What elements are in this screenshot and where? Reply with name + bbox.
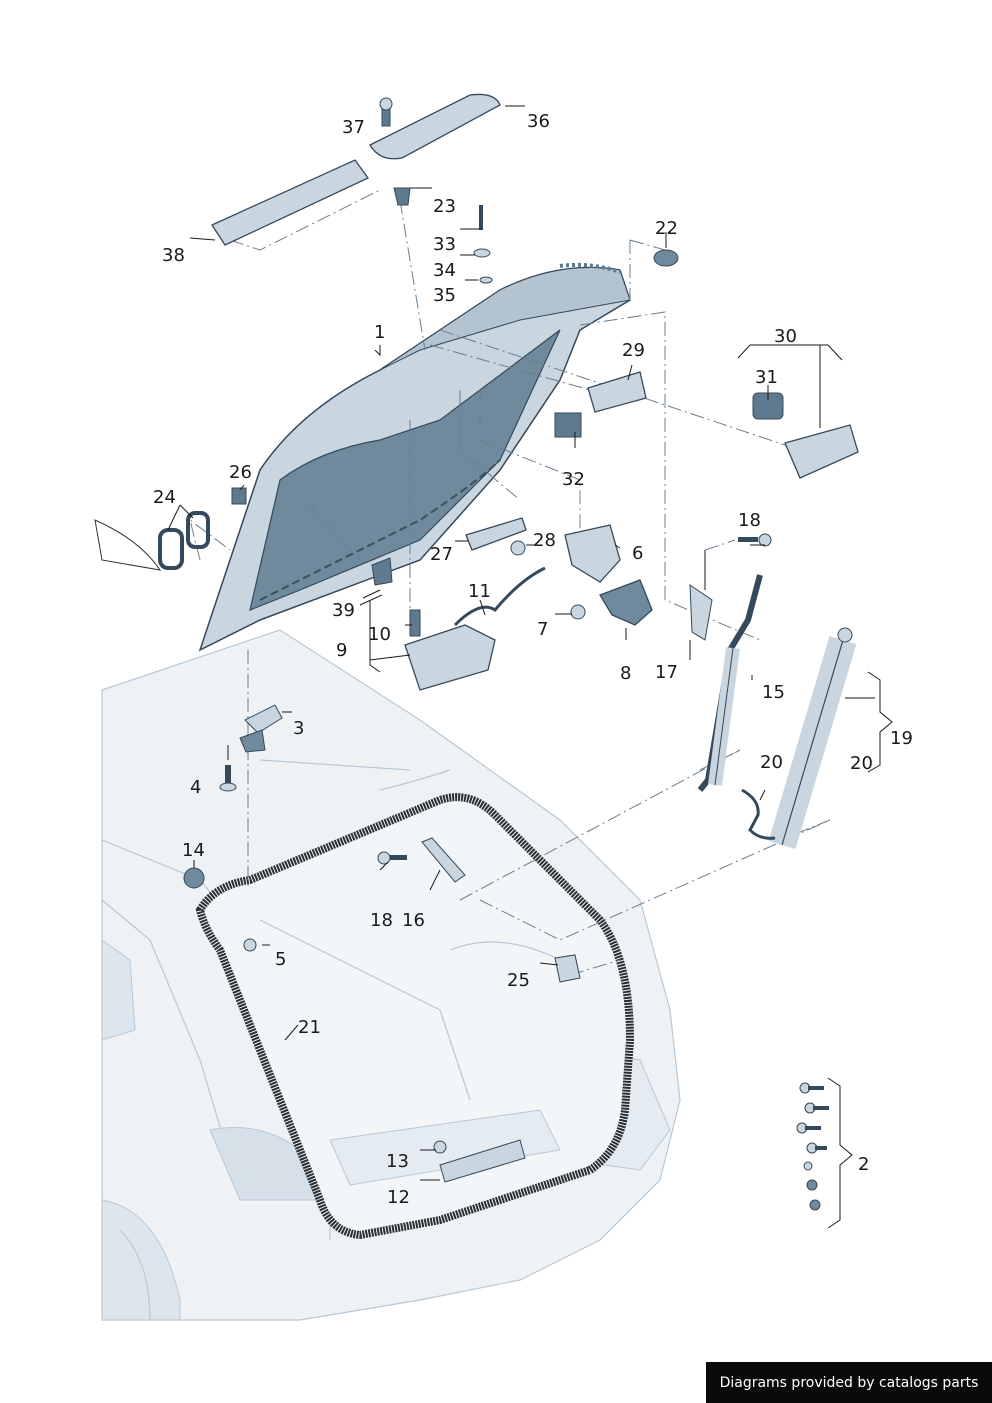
callout-7: 7 <box>537 619 548 640</box>
callout-33: 33 <box>433 234 456 255</box>
parts <box>158 93 859 1211</box>
tailgate-lid <box>198 262 631 652</box>
callout-38: 38 <box>162 245 185 266</box>
callout-16: 16 <box>402 910 425 931</box>
callout-23: 23 <box>433 196 456 217</box>
callout-15: 15 <box>762 682 785 703</box>
callout-32: 32 <box>562 469 585 490</box>
callout-25: 25 <box>507 970 530 991</box>
callout-26: 26 <box>229 462 252 483</box>
callout-13: 13 <box>386 1151 409 1172</box>
fastener-set <box>796 1082 829 1211</box>
callout-4: 4 <box>190 777 201 798</box>
callout-35: 35 <box>433 285 456 306</box>
callout-17: 17 <box>655 662 678 683</box>
credit-banner: Diagrams provided by catalogs parts <box>706 1362 992 1403</box>
callout-10: 10 <box>368 624 391 645</box>
callout-18-bottom: 18 <box>370 910 393 931</box>
callout-34: 34 <box>433 260 456 281</box>
callout-5: 5 <box>275 949 286 970</box>
callout-20-right: 20 <box>850 753 873 774</box>
callout-3: 3 <box>293 718 304 739</box>
callout-30: 30 <box>774 326 797 347</box>
callout-39: 39 <box>332 600 355 621</box>
callout-31: 31 <box>755 367 778 388</box>
callout-36: 36 <box>527 111 550 132</box>
callout-24: 24 <box>153 487 176 508</box>
callout-21: 21 <box>298 1017 321 1038</box>
callout-18-top: 18 <box>738 510 761 531</box>
callout-11: 11 <box>468 581 491 602</box>
callout-22: 22 <box>655 218 678 239</box>
callout-12: 12 <box>387 1187 410 1208</box>
callout-19: 19 <box>890 728 913 749</box>
callouts: 1 2 3 4 5 6 7 8 9 10 11 12 13 14 15 16 1… <box>153 111 913 1208</box>
callout-28: 28 <box>533 530 556 551</box>
callout-20-connector: 20 <box>760 752 783 773</box>
callout-14: 14 <box>182 840 205 861</box>
callout-6: 6 <box>632 543 643 564</box>
callout-1: 1 <box>374 322 385 343</box>
callout-8: 8 <box>620 663 631 684</box>
callout-27: 27 <box>430 544 453 565</box>
callout-37: 37 <box>342 117 365 138</box>
callout-9: 9 <box>336 640 347 661</box>
leader-lines <box>167 105 893 1229</box>
callout-29: 29 <box>622 340 645 361</box>
callout-2: 2 <box>858 1154 869 1175</box>
